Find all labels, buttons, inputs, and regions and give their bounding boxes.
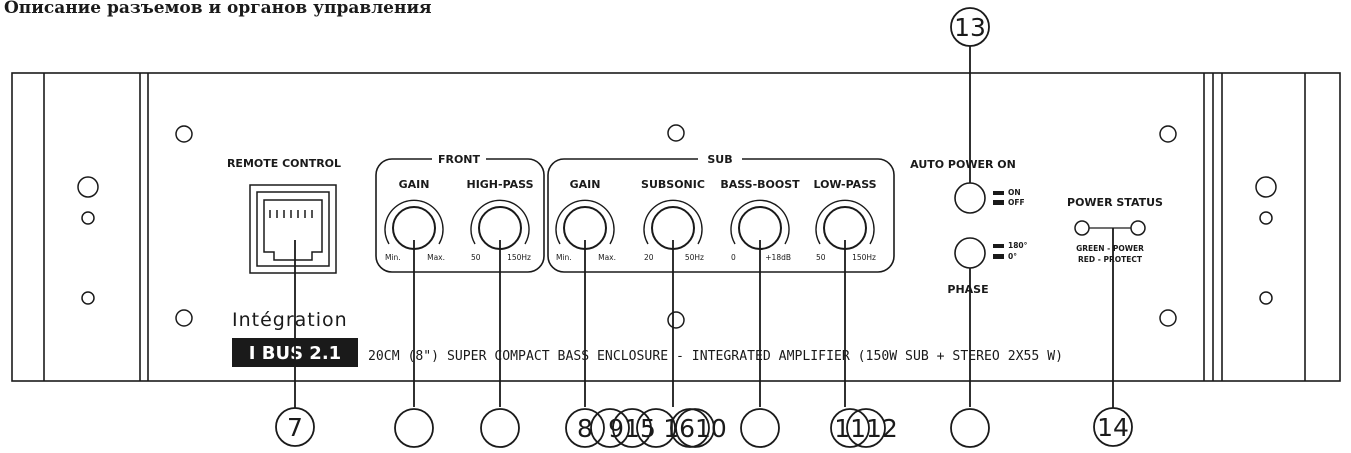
callout-7: 7	[275, 407, 315, 447]
brand-logo-text: Intégration	[232, 309, 348, 331]
power-status-label: POWER STATUS	[1067, 196, 1163, 209]
product-description: 20CM (8") SUPER COMPACT BASS ENCLOSURE -…	[368, 349, 1063, 364]
power-status-red-text: RED - PROTECT	[1078, 255, 1143, 264]
front-high-pass-min-label: 50	[471, 253, 481, 262]
callout-front-gain	[394, 408, 434, 448]
callout-16-10: 1610	[663, 408, 727, 448]
callout-9-15-number: 915	[608, 414, 656, 443]
callout-leader-lines	[294, 44, 1114, 410]
auto-power-switch[interactable]	[954, 182, 986, 214]
front-group-label: FRONT	[438, 153, 481, 166]
power-status-green-text: GREEN - POWER	[1076, 244, 1144, 253]
callout-14: 14	[1093, 407, 1133, 447]
remote-control-jack	[249, 184, 337, 274]
sub-gain-max-label: Max.	[598, 253, 616, 262]
front-high-pass-scale-arc	[470, 199, 530, 245]
callout-bass-boost	[740, 408, 780, 448]
section-heading: Описание разъемов и органов управления	[4, 0, 432, 18]
callout-8: 8	[565, 408, 605, 448]
callout-7-circle	[275, 407, 315, 447]
front-gain-max-label: Max.	[427, 253, 445, 262]
auto-power-off-text: OFF	[1008, 198, 1025, 207]
callout-9-15: 915	[608, 408, 656, 448]
front-high-pass-max-label: 150Hz	[507, 253, 531, 262]
callout-front-gain-circle	[394, 408, 434, 448]
bass-boost-min-label: 0	[731, 253, 736, 262]
callout-9-15-circle	[612, 408, 652, 448]
bass-boost-label: BASS-BOOST	[720, 178, 800, 191]
phase-0-text: 0°	[1008, 252, 1017, 261]
chassis-outline	[11, 72, 1341, 382]
front-gain-scale-arc	[384, 199, 444, 245]
callout-11-12: 1112	[834, 408, 898, 448]
callout-circle-outline	[636, 408, 676, 448]
sub-gain-min-label: Min.	[556, 253, 572, 262]
front-gain-knob-group: GAIN Min. Max.	[384, 178, 445, 262]
callout-14-number: 14	[1097, 413, 1129, 442]
front-gain-label: GAIN	[399, 178, 430, 191]
bass-boost-knob-group: BASS-BOOST 0 +18dB	[720, 178, 800, 262]
auto-power-on-text: ON	[1008, 188, 1021, 197]
protect-status-led	[1130, 220, 1146, 236]
subsonic-max-label: 50Hz	[685, 253, 704, 262]
power-status-led	[1074, 220, 1090, 236]
front-high-pass-knob-group: HIGH-PASS 50 150Hz	[466, 178, 533, 262]
sub-gain-label: GAIN	[570, 178, 601, 191]
subsonic-label: SUBSONIC	[641, 178, 705, 191]
auto-power-label: AUTO POWER ON	[910, 158, 1016, 171]
callout-13-number: 13	[954, 13, 986, 42]
remote-control-label: REMOTE CONTROL	[227, 157, 341, 170]
phase-switch[interactable]	[954, 237, 986, 269]
low-pass-min-label: 50	[816, 253, 826, 262]
callout-13: 13	[950, 7, 990, 47]
callout-phase	[950, 408, 990, 448]
screw-hole	[77, 176, 99, 198]
low-pass-max-label: 150Hz	[852, 253, 876, 262]
subsonic-min-label: 20	[644, 253, 654, 262]
subsonic-knob-group: SUBSONIC 20 50Hz	[641, 178, 705, 262]
callout-circle-outline	[830, 408, 870, 448]
callout-11-12-circle	[846, 408, 886, 448]
callout-7-number: 7	[287, 413, 303, 442]
callout-bass-boost-circle	[740, 408, 780, 448]
bass-boost-max-label: +18dB	[765, 253, 791, 262]
callout-phase-circle	[950, 408, 990, 448]
callout-front-high-pass-circle	[480, 408, 520, 448]
subsonic-scale-arc	[643, 199, 703, 245]
sub-gain-scale-arc	[555, 199, 615, 245]
callout-circle-outline	[670, 408, 710, 448]
sub-group-label: SUB	[707, 153, 732, 166]
callout-8-number: 8	[577, 414, 593, 443]
sub-gain-knob-group: GAIN Min. Max.	[555, 178, 616, 262]
mounting-screws	[77, 124, 1277, 329]
callout-circle-outline	[590, 408, 630, 448]
front-gain-min-label: Min.	[385, 253, 401, 262]
phase-label: PHASE	[947, 283, 988, 296]
front-high-pass-label: HIGH-PASS	[466, 178, 533, 191]
bass-boost-scale-arc	[730, 199, 790, 245]
callout-14-circle	[1093, 407, 1133, 447]
callout-13-circle	[950, 7, 990, 47]
low-pass-label: LOW-PASS	[813, 178, 876, 191]
phase-180-text: 180°	[1008, 241, 1028, 250]
low-pass-scale-arc	[815, 199, 875, 245]
callout-front-high-pass	[480, 408, 520, 448]
